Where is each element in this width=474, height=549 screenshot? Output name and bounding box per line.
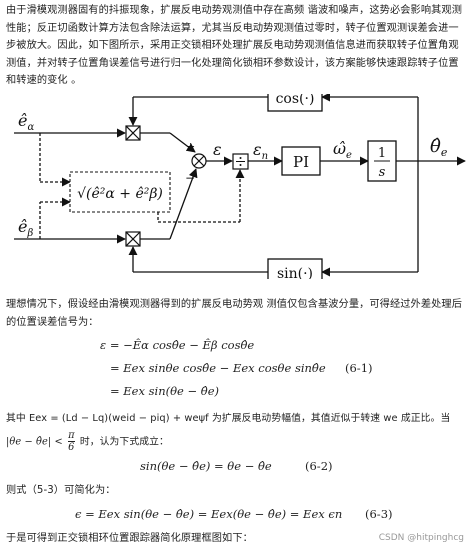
sin-block-label: sin(·)	[277, 266, 313, 279]
paragraph-eex-definition: 其中 Eex = (Ld − Lq)(weid − piq) + weψf 为扩…	[6, 413, 451, 424]
input-alpha-label: êα	[18, 111, 34, 133]
sin-block	[267, 258, 323, 279]
pi-block-label: PI	[293, 153, 309, 171]
watermark: CSDN @hitpinghcg	[378, 533, 464, 543]
eq2: sin(θe − θ̂e) = θe − θ̂e	[140, 459, 272, 473]
eq1-line2: = Eex sinθe cosθ̂e − Eex cosθe sinθ̂e	[110, 361, 326, 375]
pi-block	[281, 146, 321, 176]
sum-minus-sign: −	[185, 171, 195, 185]
sqrt-block-label: √(ê²α + ê²β)	[77, 186, 163, 202]
omega-label: ω̂e	[333, 139, 352, 161]
paragraph-simplify: 则式（5-3）可简化为：	[6, 485, 116, 496]
theta-output-label: θ̂e	[430, 136, 448, 159]
paragraph-ideal-case: 理想情况下，假设经由滑模观测器得到的扩展反电动势观 测值仅包含基波分量，可得经过…	[6, 299, 462, 328]
pi-over-6: π 6	[68, 430, 75, 453]
multiplier-beta	[125, 231, 141, 247]
sqrt-block	[69, 171, 171, 213]
error-label: ε	[213, 140, 222, 159]
paragraph-conclusion: 于是可得到正交锁相环位置跟踪器简化原理框图如下：	[6, 533, 253, 544]
sum-plus-sign: +	[186, 140, 195, 153]
integrator-numerator: 1	[378, 146, 386, 161]
summing-junction	[191, 153, 207, 169]
eq2-number: (6-2)	[305, 459, 333, 473]
intro-paragraph: 由于滑模观测器固有的抖振现象，扩展反电动势观测值中存在高频 谐波和噪声，这势必会…	[6, 5, 462, 86]
eq1-number: (6-1)	[345, 361, 373, 375]
eq3-number: (6-3)	[365, 507, 393, 521]
input-beta-label: êβ	[18, 217, 33, 239]
integrator-denominator: s	[379, 165, 386, 180]
eq3: ϵ = Eex sin(θe − θ̂e) = Eex(θe − θ̂e) = …	[75, 507, 343, 521]
cos-block	[267, 94, 323, 112]
eq1-line3: = Eex sin(θe − θ̂e)	[110, 384, 219, 398]
condition-inequality: |θe − θ̂e| <	[6, 436, 63, 448]
cos-block-label: cos(·)	[276, 94, 315, 107]
pll-block-diagram: √(ê²α + ê²β) cos(·) sin(·) PI 1 s êα êβ …	[14, 94, 466, 279]
eq1-line1: ε = −Êα cosθ̂e − Êβ cosθ̂e	[100, 338, 255, 352]
condition-text: 时，认为下式成立：	[79, 436, 169, 448]
multiplier-alpha	[125, 125, 141, 141]
divider-block	[232, 153, 249, 170]
paragraph-condition: |θe − θ̂e| < π 6 时，认为下式成立：	[6, 430, 468, 453]
error-n-label: εn	[253, 140, 268, 162]
